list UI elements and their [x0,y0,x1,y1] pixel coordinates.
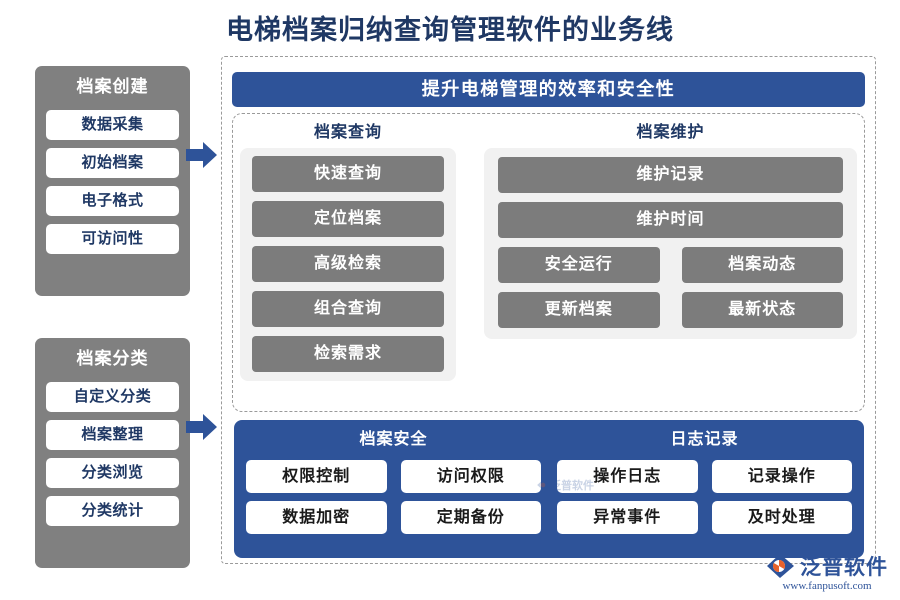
list-item[interactable]: 权限控制 [246,460,387,493]
list-item[interactable]: 数据加密 [246,501,387,534]
goal-banner: 提升电梯管理的效率和安全性 [232,72,865,107]
list-item[interactable]: 访问权限 [400,460,541,493]
list-item[interactable]: 更新档案 [498,292,660,328]
log-record-grid: 操作日志 记录操作 异常事件 及时处理 [557,460,852,534]
list-item[interactable]: 电子格式 [46,186,179,216]
section-log-record-title: 日志记录 [670,431,739,448]
section-archive-query-title: 档案查询 [313,124,382,141]
arrow-right-icon [186,142,217,168]
fanpu-logo-icon [767,554,794,578]
list-item[interactable]: 初始档案 [46,148,179,178]
section-archive-query: 档案查询 快速查询 定位档案 高级检索 组合查询 检索需求 [240,118,456,381]
list-item[interactable]: 及时处理 [711,501,852,534]
list-item[interactable]: 维护记录 [498,157,843,193]
brand-logo: 泛普软件 www.fanpusoft.com [766,551,888,592]
list-item[interactable]: 最新状态 [681,292,843,328]
section-archive-security: 档案安全 权限控制 访问权限 数据加密 定期备份 [246,426,541,548]
bottom-blue-panel: 档案安全 权限控制 访问权限 数据加密 定期备份 日志记录 操作日志 记录操作 … [234,420,864,558]
outer-dashed-container [221,56,876,564]
archive-query-card: 快速查询 定位档案 高级检索 组合查询 检索需求 [240,148,456,381]
list-item[interactable]: 检索需求 [252,336,444,372]
list-item[interactable]: 档案动态 [681,247,843,283]
list-item[interactable]: 定位档案 [252,201,444,237]
list-item[interactable]: 分类浏览 [46,458,179,488]
list-item[interactable]: 组合查询 [252,291,444,327]
section-archive-security-title: 档案安全 [359,431,428,448]
archive-maintenance-card: 维护记录 维护时间 安全运行 档案动态 更新档案 最新状态 [484,148,857,339]
panel-archive-creation: 档案创建 数据采集 初始档案 电子格式 可访问性 [35,66,190,296]
panel-archive-classification-title: 档案分类 [76,349,149,368]
panel-archive-creation-title: 档案创建 [76,77,149,96]
page-title: 电梯档案归纳查询管理软件的业务线 [226,15,674,45]
list-item[interactable]: 记录操作 [711,460,852,493]
list-item[interactable]: 维护时间 [498,202,843,238]
list-item[interactable]: 可访问性 [46,224,179,254]
list-item[interactable]: 数据采集 [46,110,179,140]
logo-url: www.fanpusoft.com [782,580,872,592]
maintenance-row: 安全运行 档案动态 [498,247,843,283]
list-item[interactable]: 档案整理 [46,420,179,450]
arrow-right-icon [186,414,217,440]
panel-archive-classification: 档案分类 自定义分类 档案整理 分类浏览 分类统计 [35,338,190,568]
list-item[interactable]: 定期备份 [400,501,541,534]
section-log-record: 日志记录 操作日志 记录操作 异常事件 及时处理 [557,426,852,548]
logo-text: 泛普软件 [800,555,888,579]
list-item[interactable]: 高级检索 [252,246,444,282]
inner-dashed-container [232,113,865,412]
list-item[interactable]: 安全运行 [498,247,660,283]
section-archive-maintenance: 档案维护 维护记录 维护时间 安全运行 档案动态 更新档案 最新状态 [484,118,857,339]
list-item[interactable]: 自定义分类 [46,382,179,412]
section-archive-maintenance-title: 档案维护 [636,124,705,141]
list-item[interactable]: 快速查询 [252,156,444,192]
logo-row: 泛普软件 [766,551,888,581]
archive-security-grid: 权限控制 访问权限 数据加密 定期备份 [246,460,541,534]
list-item[interactable]: 分类统计 [46,496,179,526]
maintenance-row: 更新档案 最新状态 [498,292,843,328]
list-item[interactable]: 异常事件 [557,501,698,534]
list-item[interactable]: 操作日志 [557,460,698,493]
